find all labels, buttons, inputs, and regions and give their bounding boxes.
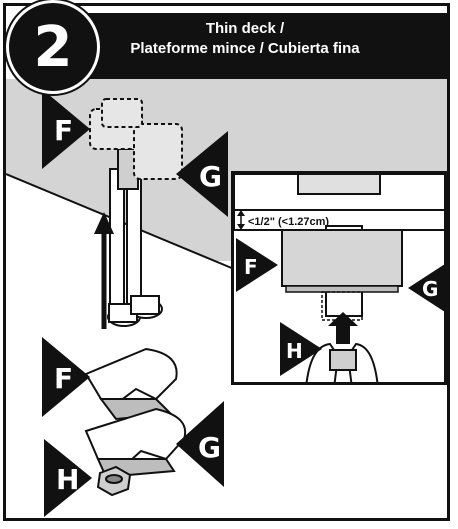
- detail-inset: F G H <1/2" (<1.27cm): [231, 171, 447, 385]
- svg-text:F: F: [244, 255, 258, 279]
- detail-illustration: F G H: [234, 174, 444, 382]
- svg-text:H: H: [286, 339, 303, 363]
- svg-text:G: G: [198, 431, 221, 464]
- bracket-F: [84, 347, 178, 421]
- svg-text:F: F: [54, 114, 73, 147]
- title-line-1: Thin deck /: [205, 20, 285, 37]
- label-G-top: G: [176, 131, 228, 217]
- up-arrow: [94, 212, 114, 329]
- step-badge: 2: [6, 0, 100, 94]
- thickness-measurement: <1/2" (<1.27cm): [248, 216, 330, 228]
- label-H-bottom: H: [44, 439, 92, 517]
- step-number: 2: [33, 15, 73, 80]
- label-F-top: F: [42, 89, 90, 169]
- svg-text:F: F: [54, 362, 73, 395]
- svg-text:H: H: [56, 463, 79, 496]
- title-line-2: Plateforme mince / Cubierta fina: [130, 40, 360, 57]
- svg-text:G: G: [199, 160, 222, 193]
- label-F-bottom: F: [42, 337, 90, 417]
- shank-mount-top: [89, 98, 183, 180]
- label-G-bottom: G: [176, 401, 224, 487]
- title-bar: Thin deck / Plateforme mince / Cubierta …: [40, 13, 450, 79]
- svg-text:G: G: [422, 277, 438, 301]
- plate-G: [84, 407, 187, 479]
- nut-H: [96, 465, 132, 497]
